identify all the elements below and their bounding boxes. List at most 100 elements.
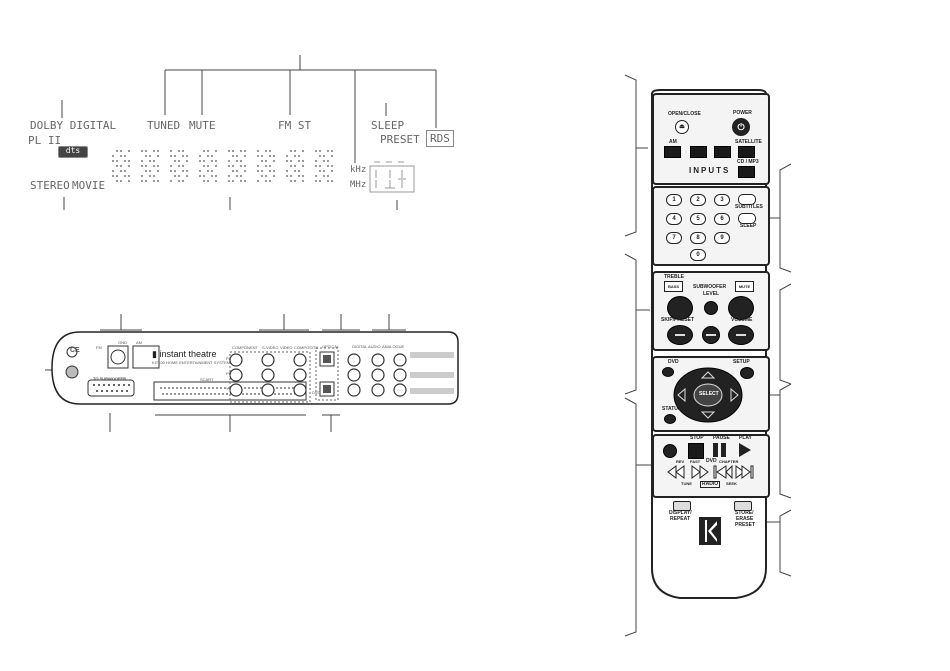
display-repeat-button[interactable]	[673, 501, 691, 511]
matrix-dot	[331, 155, 333, 157]
setup-button[interactable]	[740, 367, 754, 379]
matrix-dot	[244, 155, 246, 157]
matrix-dot	[141, 160, 143, 162]
direction-pad	[673, 367, 743, 423]
bass-button[interactable]: BASS	[664, 281, 683, 292]
power-button[interactable]: ⏻	[732, 118, 750, 136]
dvd-transport-label: DVD	[706, 458, 717, 464]
matrix-dot	[128, 150, 130, 152]
digit-7-button[interactable]: 7	[666, 232, 682, 244]
matrix-dot	[124, 175, 126, 177]
digit-6-button[interactable]: 6	[714, 213, 730, 225]
minus-icon	[675, 334, 685, 336]
matrix-dot	[269, 155, 271, 157]
matrix-dot	[199, 160, 201, 162]
matrix-dot	[149, 160, 151, 162]
matrix-dot	[240, 150, 242, 152]
input-2-button[interactable]	[690, 146, 707, 158]
matrix-dot	[215, 165, 217, 167]
pause-button[interactable]	[713, 443, 727, 457]
seek-label: SEEK	[726, 481, 737, 486]
matrix-dot	[240, 165, 242, 167]
matrix-dot	[186, 175, 188, 177]
matrix-dot	[141, 180, 143, 182]
matrix-dot	[112, 155, 114, 157]
fast-label: FAST	[690, 459, 701, 464]
matrix-dot	[265, 150, 267, 152]
satellite-button[interactable]	[738, 146, 755, 158]
matrix-dot	[199, 170, 201, 172]
matrix-dot	[170, 165, 172, 167]
matrix-dot	[232, 180, 234, 182]
cd-mp3-button[interactable]	[738, 166, 755, 178]
to-subwoofer-label: TO SUBWOOFER	[93, 376, 127, 381]
dvd-button[interactable]	[662, 367, 674, 377]
skip-preset-down-button[interactable]	[667, 325, 693, 345]
matrix-dot	[157, 170, 159, 172]
digit-8-button[interactable]: 8	[690, 232, 706, 244]
sleep-button[interactable]	[738, 213, 756, 224]
matrix-dot	[302, 150, 304, 152]
mute-button[interactable]: MUTE	[735, 281, 754, 292]
matrix-dot	[327, 160, 329, 162]
matrix-dot	[331, 150, 333, 152]
matrix-dot	[261, 170, 263, 172]
matrix-dot	[178, 180, 180, 182]
transport-skip-icons	[667, 465, 754, 479]
matrix-dot	[182, 155, 184, 157]
eject-button[interactable]: ⏏	[675, 120, 689, 134]
component-label: COMPONENT	[232, 345, 258, 350]
digit-3-button[interactable]: 3	[714, 194, 730, 206]
matrix-dot	[170, 170, 172, 172]
play-icon[interactable]	[738, 443, 752, 457]
digit-0-button[interactable]: 0	[690, 249, 706, 261]
select-button[interactable]: SELECT	[699, 391, 719, 397]
matrix-dot	[153, 180, 155, 182]
store-erase-preset-button[interactable]	[734, 501, 752, 511]
input-3-button[interactable]	[714, 146, 731, 158]
matrix-dot	[261, 155, 263, 157]
dolby-digital-label: DOLBY DIGITAL	[30, 119, 117, 132]
matrix-dot	[182, 180, 184, 182]
am-button[interactable]	[664, 146, 681, 158]
matrix-dot	[261, 175, 263, 177]
matrix-dot	[124, 155, 126, 157]
radio-label: RADIO	[700, 481, 721, 488]
subwoofer-down-button[interactable]	[702, 326, 720, 344]
dolby-digital-indicator: DOLBY DIGITAL	[28, 119, 118, 132]
movie-indicator: MOVIE	[72, 179, 106, 192]
digit-4-button[interactable]: 4	[666, 213, 682, 225]
volume-up-button[interactable]	[728, 296, 754, 320]
brand-subtitle: KIT100 HOME ENTERTAINMENT SYSTEM	[152, 360, 231, 365]
pb-label: PB	[226, 356, 232, 361]
subwoofer-up-button[interactable]	[704, 301, 718, 315]
digit-1-button[interactable]: 1	[666, 194, 682, 206]
stop-label: STOP	[690, 435, 704, 441]
stop-button[interactable]	[688, 443, 704, 459]
digit-5-button[interactable]: 5	[690, 213, 706, 225]
display-label: DISPLAY/	[669, 510, 692, 516]
skip-preset-up-button[interactable]	[667, 296, 693, 320]
matrix-dot	[120, 170, 122, 172]
matrix-dot	[257, 180, 259, 182]
matrix-dot	[215, 180, 217, 182]
volume-down-button[interactable]	[728, 325, 754, 345]
matrix-dot	[120, 180, 122, 182]
dts-logo: dts	[58, 146, 88, 158]
matrix-dot	[128, 165, 130, 167]
matrix-dot	[149, 155, 151, 157]
digit-9-button[interactable]: 9	[714, 232, 730, 244]
matrix-dot	[228, 150, 230, 152]
composite-label: COMPOSITE	[294, 345, 319, 350]
matrix-dot	[170, 180, 172, 182]
matrix-dot	[228, 180, 230, 182]
matrix-dot	[331, 165, 333, 167]
digit-2-button[interactable]: 2	[690, 194, 706, 206]
radio-dvd-button[interactable]	[663, 444, 677, 458]
subtitles-button[interactable]	[738, 194, 756, 205]
status-button[interactable]	[664, 414, 676, 424]
matrix-dot	[232, 150, 234, 152]
matrix-dot	[186, 155, 188, 157]
matrix-dot	[323, 160, 325, 162]
volume-label: VOLUME	[731, 317, 753, 323]
